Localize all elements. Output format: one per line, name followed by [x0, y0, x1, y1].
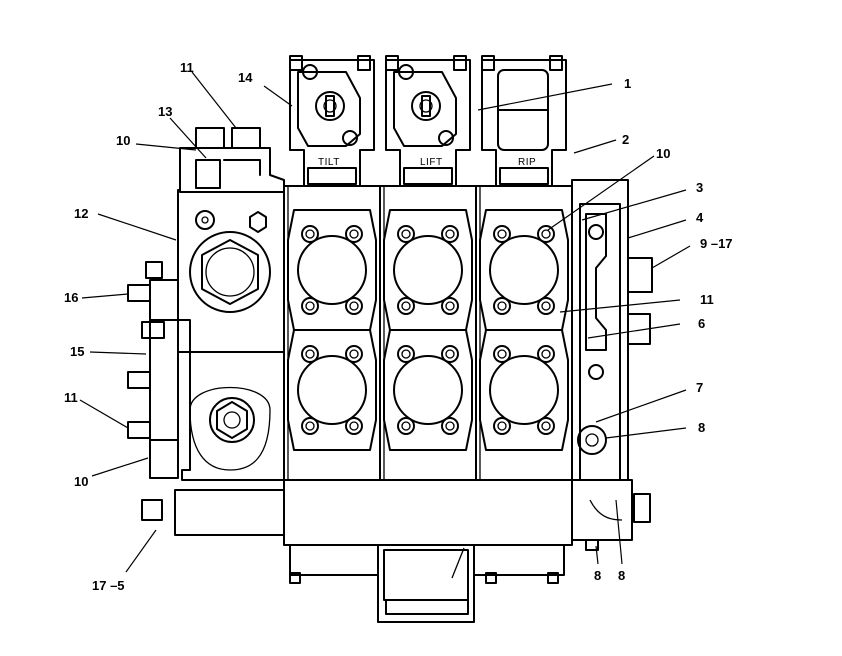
callout-10-top-right: 10 — [656, 146, 670, 161]
valve-section-rip — [475, 55, 573, 539]
callout-10-bottom-left: 10 — [74, 474, 88, 489]
callout-9-17: 9 –17 — [700, 236, 733, 251]
inlet-cover — [127, 189, 285, 536]
callout-7: 7 — [696, 380, 703, 395]
callout-6: 6 — [698, 316, 705, 331]
callout-17-5: 17 –5 — [92, 578, 125, 593]
outlet-cover — [571, 179, 653, 541]
callout-16: 16 — [64, 290, 78, 305]
callout-3: 3 — [696, 180, 703, 195]
pilot-cap — [179, 127, 285, 193]
callout-12: 12 — [74, 206, 88, 221]
callout-10-top-left: 10 — [116, 133, 130, 148]
valve-section-lift — [379, 55, 477, 539]
valve-section-tilt — [283, 55, 381, 539]
callout-labels: 1 2 3 4 6 7 8 8 8 9 –17 10 10 10 11 11 1… — [64, 60, 733, 593]
callout-8-bottom-right: 8 — [618, 568, 625, 583]
bottom-plates — [283, 479, 599, 623]
callout-8-bottom-left: 8 — [594, 568, 601, 583]
callout-4: 4 — [696, 210, 704, 225]
callout-11-right: 11 — [700, 292, 714, 307]
leader-lines — [79, 71, 691, 573]
callout-15: 15 — [70, 344, 84, 359]
callout-14: 14 — [238, 70, 253, 85]
callout-1: 1 — [624, 76, 631, 91]
section-label-lift: LIFT — [420, 157, 443, 168]
callout-2: 2 — [622, 132, 629, 147]
control-sections — [283, 55, 573, 539]
callout-13: 13 — [158, 104, 172, 119]
callout-8-right: 8 — [698, 420, 705, 435]
section-label-rip: RIP — [518, 157, 536, 168]
callout-11-left: 11 — [64, 390, 78, 405]
callout-11-top: 11 — [180, 60, 194, 75]
section-label-tilt: TILT — [318, 157, 340, 168]
